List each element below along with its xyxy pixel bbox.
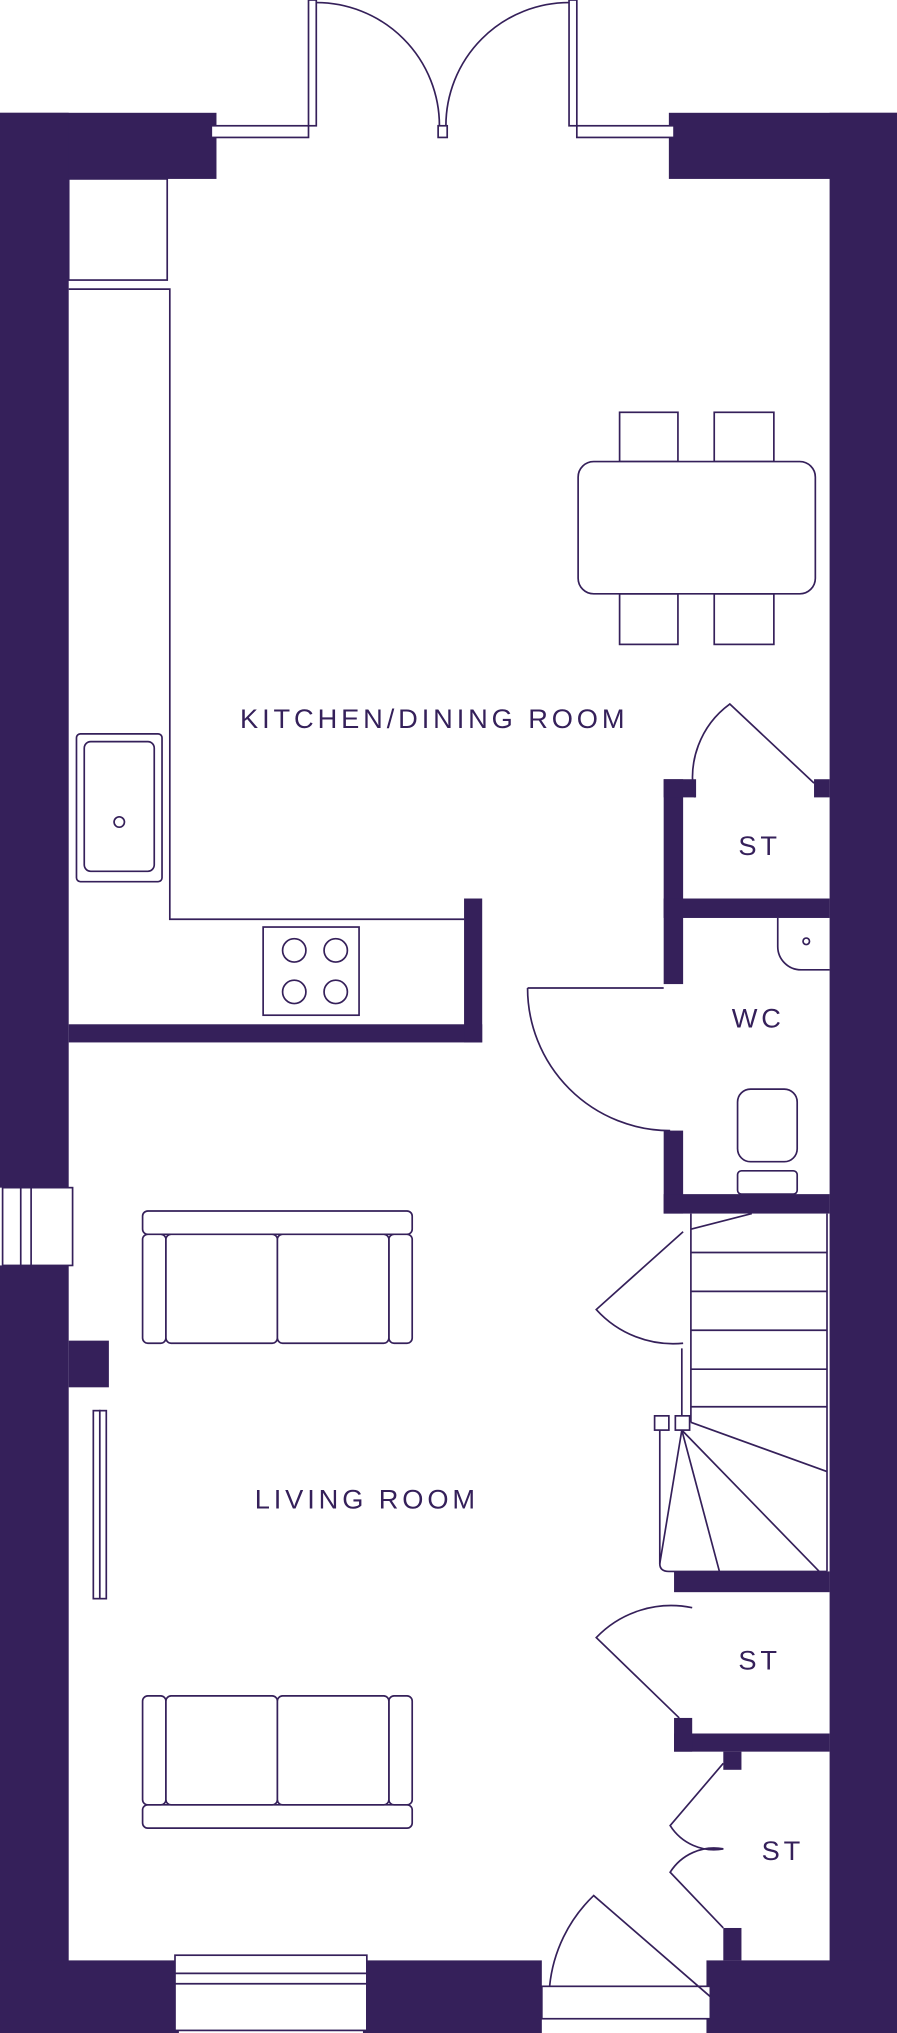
- room-label-wc: WC: [732, 1003, 785, 1034]
- room-label-store-lower: ST: [762, 1835, 805, 1866]
- room-label-store-upper: ST: [738, 830, 781, 861]
- dining-set: [577, 411, 817, 646]
- hob-icon: [262, 926, 360, 1017]
- walls: [0, 112, 897, 2033]
- room-labels: KITCHEN/DINING ROOM ST WC LIVING ROOM ST…: [240, 703, 805, 1866]
- kitchen-fittings: [67, 178, 465, 1017]
- room-label-store-middle: ST: [738, 1644, 781, 1675]
- staircase: [653, 1212, 828, 1573]
- room-label-kitchen-dining: KITCHEN/DINING ROOM: [240, 703, 628, 734]
- room-label-living: LIVING ROOM: [255, 1484, 479, 1515]
- dining-table-icon: [577, 460, 817, 595]
- windows-and-doors: [1, 0, 815, 2032]
- toilet-icon: [736, 1088, 799, 1163]
- wc-fittings: [736, 917, 830, 1195]
- sofas: [141, 1210, 414, 1829]
